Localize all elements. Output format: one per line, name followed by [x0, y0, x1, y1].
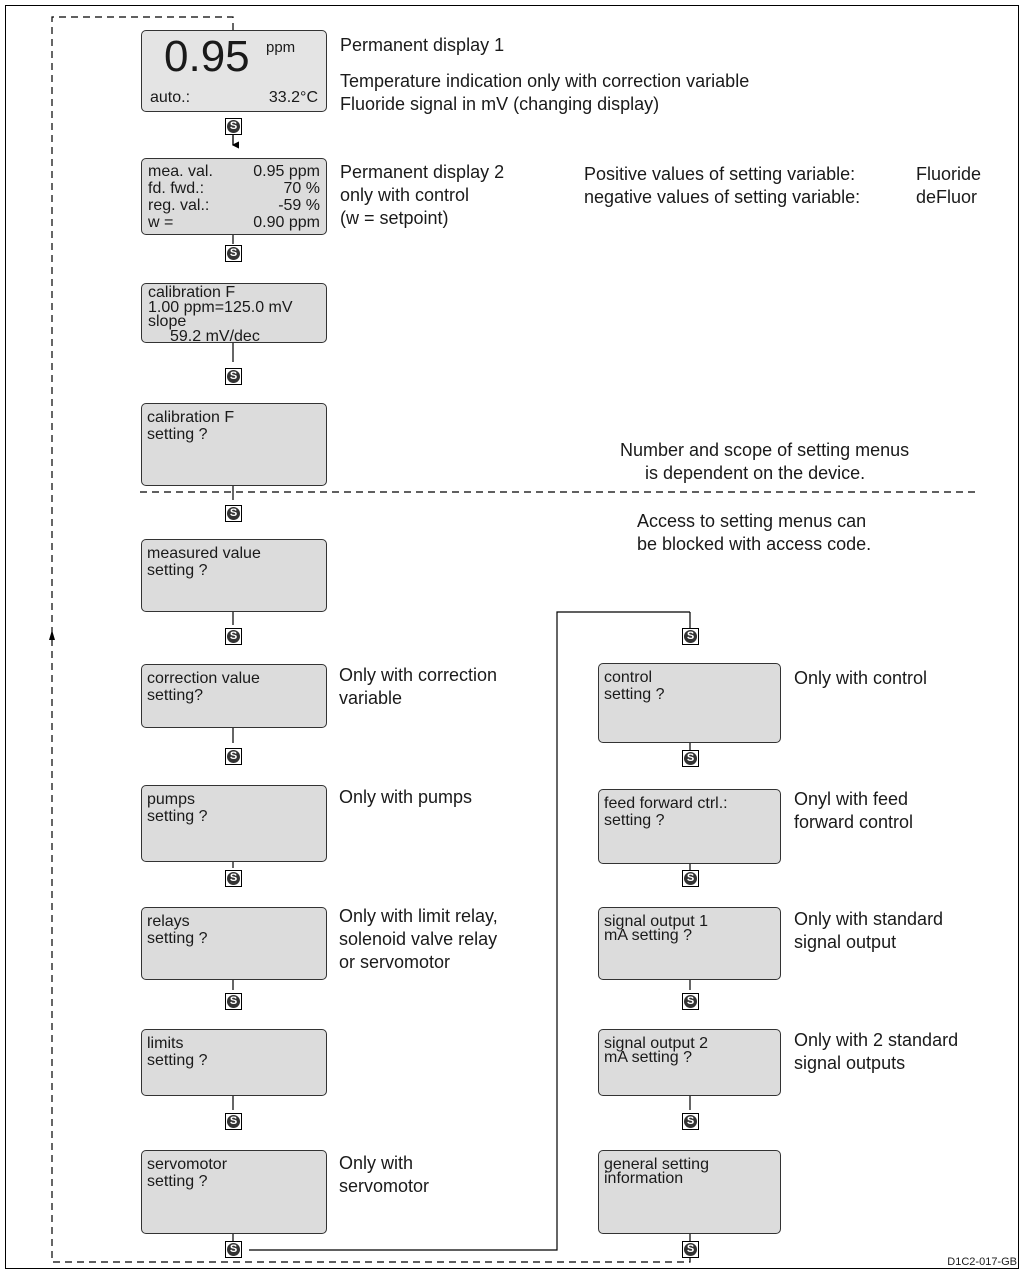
menu-pumps-setting[interactable]: pumps setting ? — [141, 785, 327, 862]
note-negative-value: deFluor — [916, 187, 978, 207]
menu-label: feed forward ctrl.: — [604, 795, 728, 812]
note-relays: Only with limit relay, solenoid valve re… — [339, 906, 498, 972]
permanent-display-1: 0.95 ppm auto.: 33.2°C — [141, 30, 327, 112]
menu-label: correction value — [147, 670, 260, 687]
note-permanent-display-2: Permanent display 2 only with control (w… — [340, 162, 505, 228]
note-signal-output-2: Only with 2 standard signal outputs — [794, 1030, 959, 1073]
slope-label: slope — [148, 313, 187, 330]
menu-label: setting? — [147, 687, 204, 704]
permanent-display-2: mea. val.0.95 ppm fd. fwd.:70 % reg. val… — [141, 158, 327, 235]
display2-row: fd. fwd.:70 % — [148, 180, 320, 197]
calibration-display: calibration F 1.00 ppm=125.0 mV slope 59… — [141, 283, 327, 345]
s-key-icon[interactable]: S — [225, 993, 242, 1010]
menu-feed-forward-setting[interactable]: feed forward ctrl.: setting ? — [598, 789, 781, 864]
menu-label: signal output 2 — [604, 1035, 709, 1052]
mode-label: auto.: — [150, 89, 191, 106]
calibration-point: 1.00 ppm=125.0 mV — [148, 298, 293, 316]
display2-row: w =0.90 ppm — [148, 214, 320, 231]
s-key-icon[interactable]: S — [225, 1241, 242, 1258]
menu-label: relays — [147, 913, 190, 930]
note-access-code: Access to setting menus can be blocked w… — [637, 511, 872, 554]
menu-label: control — [604, 669, 653, 686]
menu-control-setting[interactable]: control setting ? — [598, 663, 781, 743]
s-key-icon[interactable]: S — [225, 118, 242, 135]
note-menu-scope: Number and scope of setting menus is dep… — [620, 440, 910, 483]
menu-limits-setting[interactable]: limits setting ? — [141, 1029, 327, 1096]
menu-label: calibration F — [147, 409, 235, 426]
s-key-icon[interactable]: S — [682, 993, 699, 1010]
note-control: Only with control — [794, 668, 928, 688]
s-key-icon[interactable]: S — [682, 1113, 699, 1130]
menu-label: setting ? — [147, 930, 208, 947]
s-key-icon[interactable]: S — [225, 870, 242, 887]
slope-value: 59.2 mV/dec — [170, 327, 260, 345]
menu-label: limits — [147, 1035, 184, 1052]
menu-servomotor-setting[interactable]: servomotor setting ? — [141, 1150, 327, 1234]
menu-measured-value-setting[interactable]: measured value setting ? — [141, 539, 327, 612]
calibration-title: calibration F — [148, 284, 236, 301]
menu-label: setting ? — [147, 562, 208, 579]
diagram-frame — [5, 5, 1019, 1269]
menu-label: measured value — [147, 545, 261, 562]
note-negative-values: negative values of setting variable: — [584, 187, 861, 207]
s-key-icon[interactable]: S — [682, 750, 699, 767]
unit-label: ppm — [266, 39, 296, 56]
menu-signal-output-1-setting[interactable]: signal output 1 mA setting ? — [598, 907, 781, 980]
note-feed-forward: Onyl with feed forward control — [794, 789, 914, 832]
menu-relays-setting[interactable]: relays setting ? — [141, 907, 327, 980]
note-servomotor: Only with servomotor — [339, 1153, 430, 1196]
display2-row: reg. val.:-59 % — [148, 197, 320, 214]
menu-calibration-setting[interactable]: calibration F setting ? — [141, 403, 327, 486]
note-signal-output-1: Only with standard signal output — [794, 909, 944, 952]
note-permanent-display-1: Permanent display 1 — [340, 35, 505, 55]
note-positive-value: Fluoride — [916, 164, 982, 184]
menu-label: mA setting ? — [604, 927, 693, 944]
menu-correction-value-setting[interactable]: correction value setting? — [141, 664, 327, 728]
menu-label: setting ? — [147, 426, 208, 443]
note-temperature: Temperature indication only with correct… — [340, 71, 750, 91]
menu-label: setting ? — [147, 1052, 208, 1069]
menu-label: mA setting ? — [604, 1049, 693, 1066]
menu-label: setting ? — [604, 812, 665, 829]
note-pumps: Only with pumps — [339, 787, 473, 807]
menu-label: setting ? — [147, 808, 208, 825]
connector — [249, 611, 690, 1251]
menu-label: pumps — [147, 791, 196, 808]
temperature-value: 33.2°C — [268, 89, 318, 106]
s-key-icon[interactable]: S — [682, 1241, 699, 1258]
note-correction: Only with correction variable — [339, 665, 498, 708]
s-key-icon[interactable]: S — [682, 870, 699, 887]
s-key-icon[interactable]: S — [225, 1113, 242, 1130]
s-key-icon[interactable]: S — [682, 628, 699, 645]
menu-label: information — [604, 1170, 684, 1187]
s-key-icon[interactable]: S — [225, 748, 242, 765]
menu-label: general setting — [604, 1156, 709, 1173]
note-fluoride-signal: Fluoride signal in mV (changing display) — [340, 94, 660, 114]
note-positive-values: Positive values of setting variable: — [584, 164, 856, 184]
menu-label: servomotor — [147, 1156, 228, 1173]
menu-general-setting-information[interactable]: general setting information — [598, 1150, 781, 1234]
menu-label: signal output 1 — [604, 913, 709, 930]
display2-row: mea. val.0.95 ppm — [148, 163, 320, 180]
s-key-icon[interactable]: S — [225, 628, 242, 645]
menu-signal-output-2-setting[interactable]: signal output 2 mA setting ? — [598, 1029, 781, 1096]
document-code: D1C2-017-GB — [947, 1256, 1017, 1268]
loop-arrow — [49, 630, 55, 640]
menu-label: setting ? — [147, 1173, 208, 1190]
s-key-icon[interactable]: S — [225, 245, 242, 262]
measured-value: 0.95 — [164, 32, 250, 81]
s-key-icon[interactable]: S — [225, 368, 242, 385]
s-key-icon[interactable]: S — [225, 505, 242, 522]
menu-label: setting ? — [604, 686, 665, 703]
